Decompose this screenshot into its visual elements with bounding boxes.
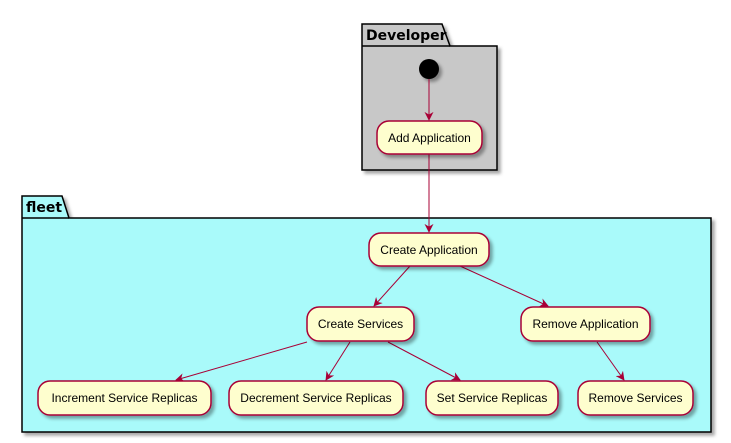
node-increment-service-replicas-label: Increment Service Replicas: [51, 391, 197, 405]
node-remove-application-label: Remove Application: [532, 317, 638, 331]
node-remove-services: Remove Services: [577, 380, 694, 416]
arrow-create-services-to-set-replicas: [387, 341, 461, 381]
arrow-create-services-to-decrement: [325, 341, 351, 381]
node-add-application-label: Add Application: [388, 131, 471, 145]
arrow-create-services-to-increment: [175, 341, 308, 383]
node-add-application: Add Application: [376, 120, 483, 155]
node-remove-services-label: Remove Services: [588, 391, 682, 405]
package-developer-label: Developer: [366, 28, 447, 44]
node-set-service-replicas: Set Service Replicas: [425, 380, 559, 416]
arrow-remove-application-to-remove-services: [596, 341, 625, 381]
node-create-services-label: Create Services: [318, 317, 403, 331]
node-decrement-service-replicas: Decrement Service Replicas: [228, 380, 404, 416]
node-create-application: Create Application: [368, 232, 490, 267]
node-create-services: Create Services: [306, 306, 415, 342]
arrow-create-application-to-remove-application: [459, 265, 549, 307]
node-remove-application: Remove Application: [520, 306, 651, 342]
node-set-service-replicas-label: Set Service Replicas: [437, 391, 548, 405]
node-increment-service-replicas: Increment Service Replicas: [37, 380, 212, 416]
start-node: [419, 59, 439, 79]
package-fleet-label: fleet: [26, 200, 62, 216]
node-create-application-label: Create Application: [380, 243, 477, 257]
node-decrement-service-replicas-label: Decrement Service Replicas: [240, 391, 391, 405]
arrow-create-application-to-create-services: [373, 265, 411, 307]
